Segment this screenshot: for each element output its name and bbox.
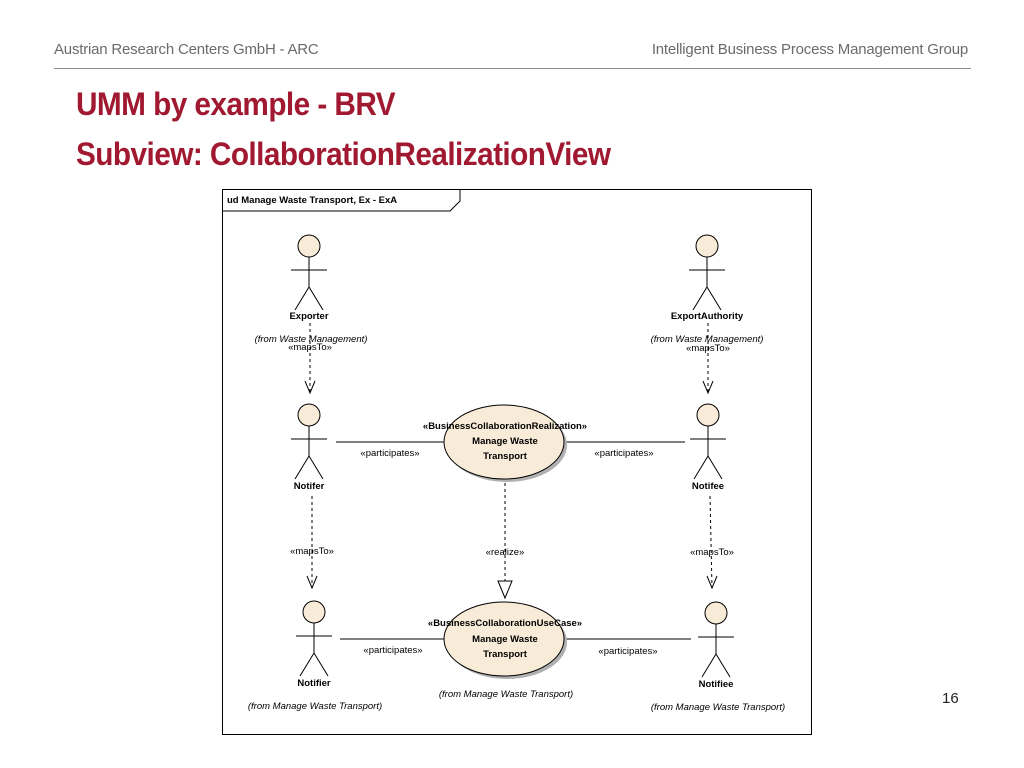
realization-name-line2: Transport [483, 451, 528, 462]
arrowhead [306, 575, 318, 590]
mapsto-label: «mapsTo» [690, 547, 734, 558]
arrowhead [304, 380, 316, 395]
participates-label: «participates» [360, 448, 419, 459]
usecase-name-line2: Transport [483, 649, 528, 660]
mapsto-label: «mapsTo» [290, 546, 334, 557]
actor-exportauthority-name: ExportAuthority [671, 311, 744, 322]
usecase-from: (from Manage Waste Transport) [439, 689, 573, 700]
actor-exporter-name: Exporter [289, 311, 328, 322]
business-collaboration-usecase [443, 601, 567, 679]
actor-notifier-name: Notifier [297, 678, 331, 689]
actor-exportauthority-from: (from Waste Management) [651, 334, 764, 345]
actor-notifier-from: (from Manage Waste Transport) [248, 701, 382, 712]
header-divider [54, 68, 971, 69]
mapsto-label: «mapsTo» [288, 342, 332, 353]
realization-usecase [443, 404, 567, 482]
arrowhead [706, 575, 718, 590]
header-group: Intelligent Business Process Management … [651, 41, 968, 58]
header-organization: Austrian Research Centers GmbH - ARC [54, 41, 319, 58]
page-number: 16 [942, 690, 959, 707]
slide-subtitle: Subview: CollaborationRealizationView [76, 136, 611, 172]
uml-diagram: ud Manage Waste Transport, Ex - ExA «map… [222, 189, 812, 735]
slide-title: UMM by example - BRV [76, 86, 396, 122]
mapsto-label: «mapsTo» [686, 343, 730, 354]
participates-label: «participates» [363, 645, 422, 656]
realization-stereotype: «BusinessCollaborationRealization» [423, 421, 587, 432]
realization-name-line1: Manage Waste [472, 436, 538, 447]
actor-notifee-name: Notifee [692, 481, 724, 492]
realize-label: «realize» [486, 547, 525, 558]
participates-label: «participates» [594, 448, 653, 459]
arrowhead [702, 380, 714, 395]
actor-notifer-name: Notifer [294, 481, 325, 492]
participates-label: «participates» [598, 646, 657, 657]
usecase-name-line1: Manage Waste [472, 634, 538, 645]
frame-label: ud Manage Waste Transport, Ex - ExA [227, 195, 397, 206]
actor-notifiee-from: (from Manage Waste Transport) [651, 702, 785, 713]
usecase-stereotype: «BusinessCollaborationUseCase» [428, 618, 582, 629]
actor-exporter-from: (from Waste Management) [255, 334, 368, 345]
realize-arrowhead [497, 580, 513, 600]
frame-label-tab [222, 189, 461, 212]
actor-notifiee-name: Notifiee [699, 679, 734, 690]
